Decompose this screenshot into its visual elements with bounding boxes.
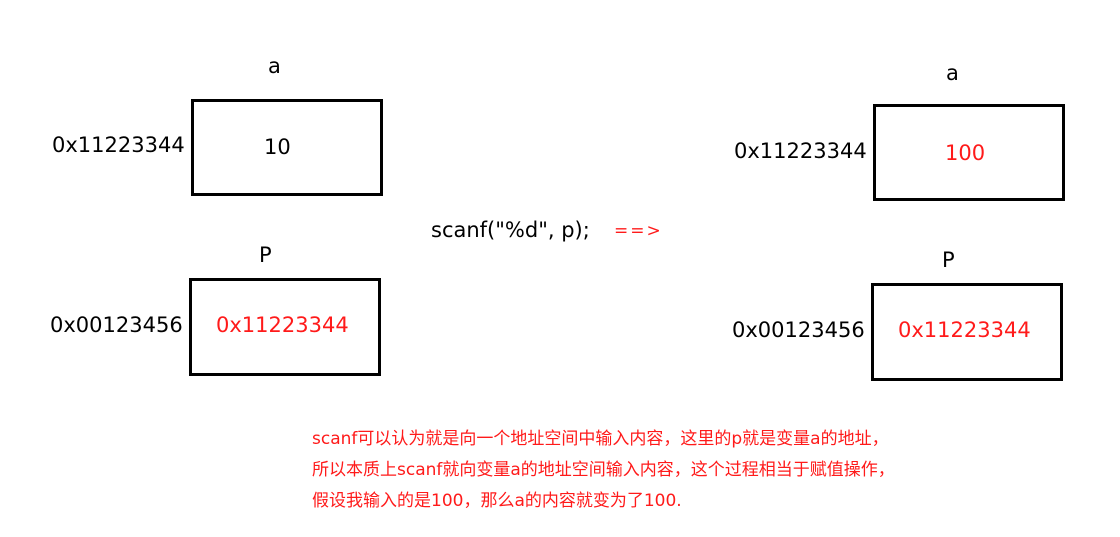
- before-var-p-value: 0x11223344: [216, 313, 349, 337]
- after-var-p-address: 0x00123456: [732, 318, 865, 342]
- before-var-p-box: 0x11223344: [189, 278, 381, 376]
- after-var-p-box: 0x11223344: [871, 283, 1063, 381]
- before-var-a-address: 0x11223344: [52, 133, 185, 157]
- before-var-a-box: 10: [191, 99, 383, 196]
- after-var-p-value: 0x11223344: [898, 318, 1031, 342]
- after-var-a-name: a: [946, 61, 959, 85]
- before-var-p-name: P: [259, 243, 272, 267]
- after-var-p-name: P: [942, 248, 955, 272]
- before-var-a-value: 10: [264, 135, 291, 159]
- explanation-line: 所以本质上scanf就向变量a的地址空间输入内容，这个过程相当于赋值操作，: [312, 460, 895, 480]
- explanation-line: 假设我输入的是100，那么a的内容就变为了100.: [312, 491, 682, 511]
- before-var-p-address: 0x00123456: [50, 313, 183, 337]
- explanation-text: scanf可以认为就是向一个地址空间中输入内容，这里的p就是变量a的地址， 所以…: [312, 424, 895, 517]
- scanf-statement: scanf("%d", p);: [431, 218, 590, 242]
- after-var-a-box: 100: [873, 104, 1065, 201]
- explanation-line: scanf可以认为就是向一个地址空间中输入内容，这里的p就是变量a的地址，: [312, 429, 889, 449]
- after-var-a-value: 100: [945, 141, 986, 165]
- before-var-a-name: a: [268, 54, 281, 78]
- after-var-a-address: 0x11223344: [734, 139, 867, 163]
- transition-arrow-icon: ==>: [614, 221, 663, 241]
